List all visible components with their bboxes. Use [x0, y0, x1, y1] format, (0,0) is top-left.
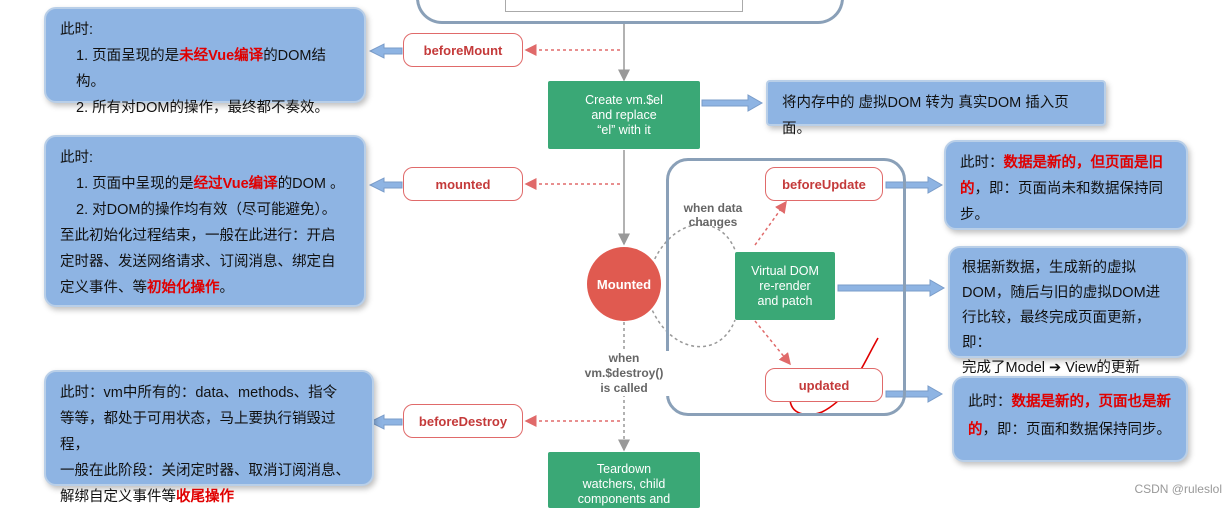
- arrow-to-before-mount-note: [368, 43, 403, 59]
- blue-arrows: [368, 43, 946, 430]
- box-virtual-dom: Virtual DOM re-render and patch: [735, 252, 835, 320]
- note-mounted-intro: 此时:: [60, 150, 94, 166]
- hook-mounted: mounted: [403, 167, 523, 201]
- note-mounted-line2: 2. 对DOM的操作均有效（尽可能避免）。: [76, 202, 337, 218]
- note-before-update-line2: 的，即：页面尚未和数据保持同: [960, 181, 1163, 197]
- note-mounted-line5: 定义事件、等初始化操作。: [60, 280, 234, 296]
- arrow-to-virtual-dom-note: [837, 279, 946, 297]
- mounted-circle-label: Mounted: [596, 276, 652, 292]
- box-teardown-line1: Teardown: [596, 462, 652, 476]
- box-create-el-line2: and replace: [591, 107, 657, 122]
- note-before-update-line1: 此时：数据是新的，但页面是旧: [960, 155, 1163, 171]
- note-before-mount-line2: 2. 所有对DOM的操作，最终都不奏效。: [76, 100, 329, 116]
- mounted-circle: Mounted: [587, 247, 661, 321]
- note-updated-line1: 此时：数据是新的，页面也是新: [968, 394, 1171, 410]
- note-mounted: 此时: 1. 页面中呈现的是经过Vue编译的DOM 。 2. 对DOM的操作均有…: [44, 135, 366, 307]
- box-create-el-line3: “el” with it: [597, 122, 651, 137]
- note-virtual-dom-line3: 行比较，最终完成页面更新，即：: [962, 310, 1151, 351]
- note-before-update-line3: 步。: [960, 207, 989, 223]
- label-when-data-changes: when data changes: [674, 201, 752, 229]
- box-virtual-dom-line2: re-render: [759, 278, 811, 293]
- update-cycle-container: [666, 158, 906, 416]
- box-teardown: Teardown watchers, child components and: [548, 452, 700, 508]
- label-when-destroy-line3: is called: [600, 381, 648, 395]
- hook-link-before-update: [754, 200, 787, 246]
- note-virtual-dom-line1: 根据新数据，生成新的虚拟: [962, 260, 1136, 276]
- box-create-el: Create vm.$el and replace “el” with it: [548, 81, 700, 149]
- note-create-el: 将内存中的 虚拟DOM 转为 真实DOM 插入页面。: [766, 80, 1106, 137]
- note-before-destroy-line2: 等等，都处于可用状态，马上要执行销毁过程，: [60, 411, 336, 453]
- box-virtual-dom-line3: and patch: [757, 293, 813, 308]
- label-when-data-changes-line2: changes: [688, 215, 738, 229]
- note-create-el-text: 将内存中的 虚拟DOM 转为 真实DOM 插入页面。: [782, 95, 1069, 137]
- note-before-mount-intro: 此时:: [60, 22, 94, 38]
- handwritten-scribble: [789, 337, 879, 416]
- note-before-mount-line1: 1. 页面呈现的是未经Vue编译的DOM结构。: [76, 48, 327, 90]
- note-updated-line2: 的，即：页面和数据保持同步。: [968, 422, 1171, 438]
- box-virtual-dom-line1: Virtual DOM: [751, 263, 819, 278]
- hook-before-mount: beforeMount: [403, 33, 523, 67]
- box-teardown-line2: watchers, child: [582, 477, 666, 491]
- arrow-to-create-el-note: [701, 94, 764, 112]
- label-when-destroy: when vm.$destroy() is called: [576, 351, 672, 396]
- watermark: CSDN @ruleslol: [1134, 482, 1222, 496]
- hook-updated: updated: [765, 368, 883, 402]
- note-before-destroy-line1: 此时：vm中所有的：data、methods、指令: [60, 385, 338, 401]
- box-teardown-line3: components and: [577, 492, 671, 506]
- note-updated: 此时：数据是新的，页面也是新 的，即：页面和数据保持同步。: [952, 376, 1188, 462]
- note-before-mount: 此时: 1. 页面呈现的是未经Vue编译的DOM结构。 2. 所有对DOM的操作…: [44, 7, 366, 116]
- top-inner-rect: [505, 0, 743, 12]
- arrow-to-destroy-note: [368, 414, 403, 430]
- label-when-data-changes-line1: when data: [683, 201, 743, 215]
- note-mounted-line3: 至此初始化过程结束，一般在此进行：开启: [60, 228, 336, 244]
- note-virtual-dom-line2: DOM，随后与旧的虚拟DOM进: [962, 285, 1161, 301]
- hook-before-update: beforeUpdate: [765, 167, 883, 201]
- label-when-destroy-line2: vm.$destroy(): [584, 366, 664, 380]
- arrow-to-mounted-note: [368, 177, 403, 193]
- note-virtual-dom: 根据新数据，生成新的虚拟 DOM，随后与旧的虚拟DOM进 行比较，最终完成页面更…: [948, 246, 1188, 376]
- update-cycle-arc: [649, 223, 736, 348]
- arrow-to-before-update-note: [885, 176, 944, 194]
- note-before-update: 此时：数据是新的，但页面是旧 的，即：页面尚未和数据保持同 步。: [944, 140, 1188, 230]
- note-before-destroy-line4: 解绑自定义事件等收尾操作: [60, 489, 234, 505]
- hook-before-destroy: beforeDestroy: [403, 404, 523, 438]
- note-virtual-dom-line4: 完成了Model ➔ View的更新: [962, 360, 1140, 376]
- box-create-el-line1: Create vm.$el: [585, 92, 663, 107]
- note-mounted-line1: 1. 页面中呈现的是经过Vue编译的DOM 。: [76, 176, 345, 192]
- label-when-destroy-line1: when: [608, 351, 640, 365]
- note-before-destroy-line3: 一般在此阶段：关闭定时器、取消订阅消息、: [60, 463, 350, 479]
- note-before-destroy: 此时：vm中所有的：data、methods、指令 等等，都处于可用状态，马上要…: [44, 370, 374, 505]
- note-mounted-line4: 定时器、发送网络请求、订阅消息、绑定自: [60, 254, 336, 270]
